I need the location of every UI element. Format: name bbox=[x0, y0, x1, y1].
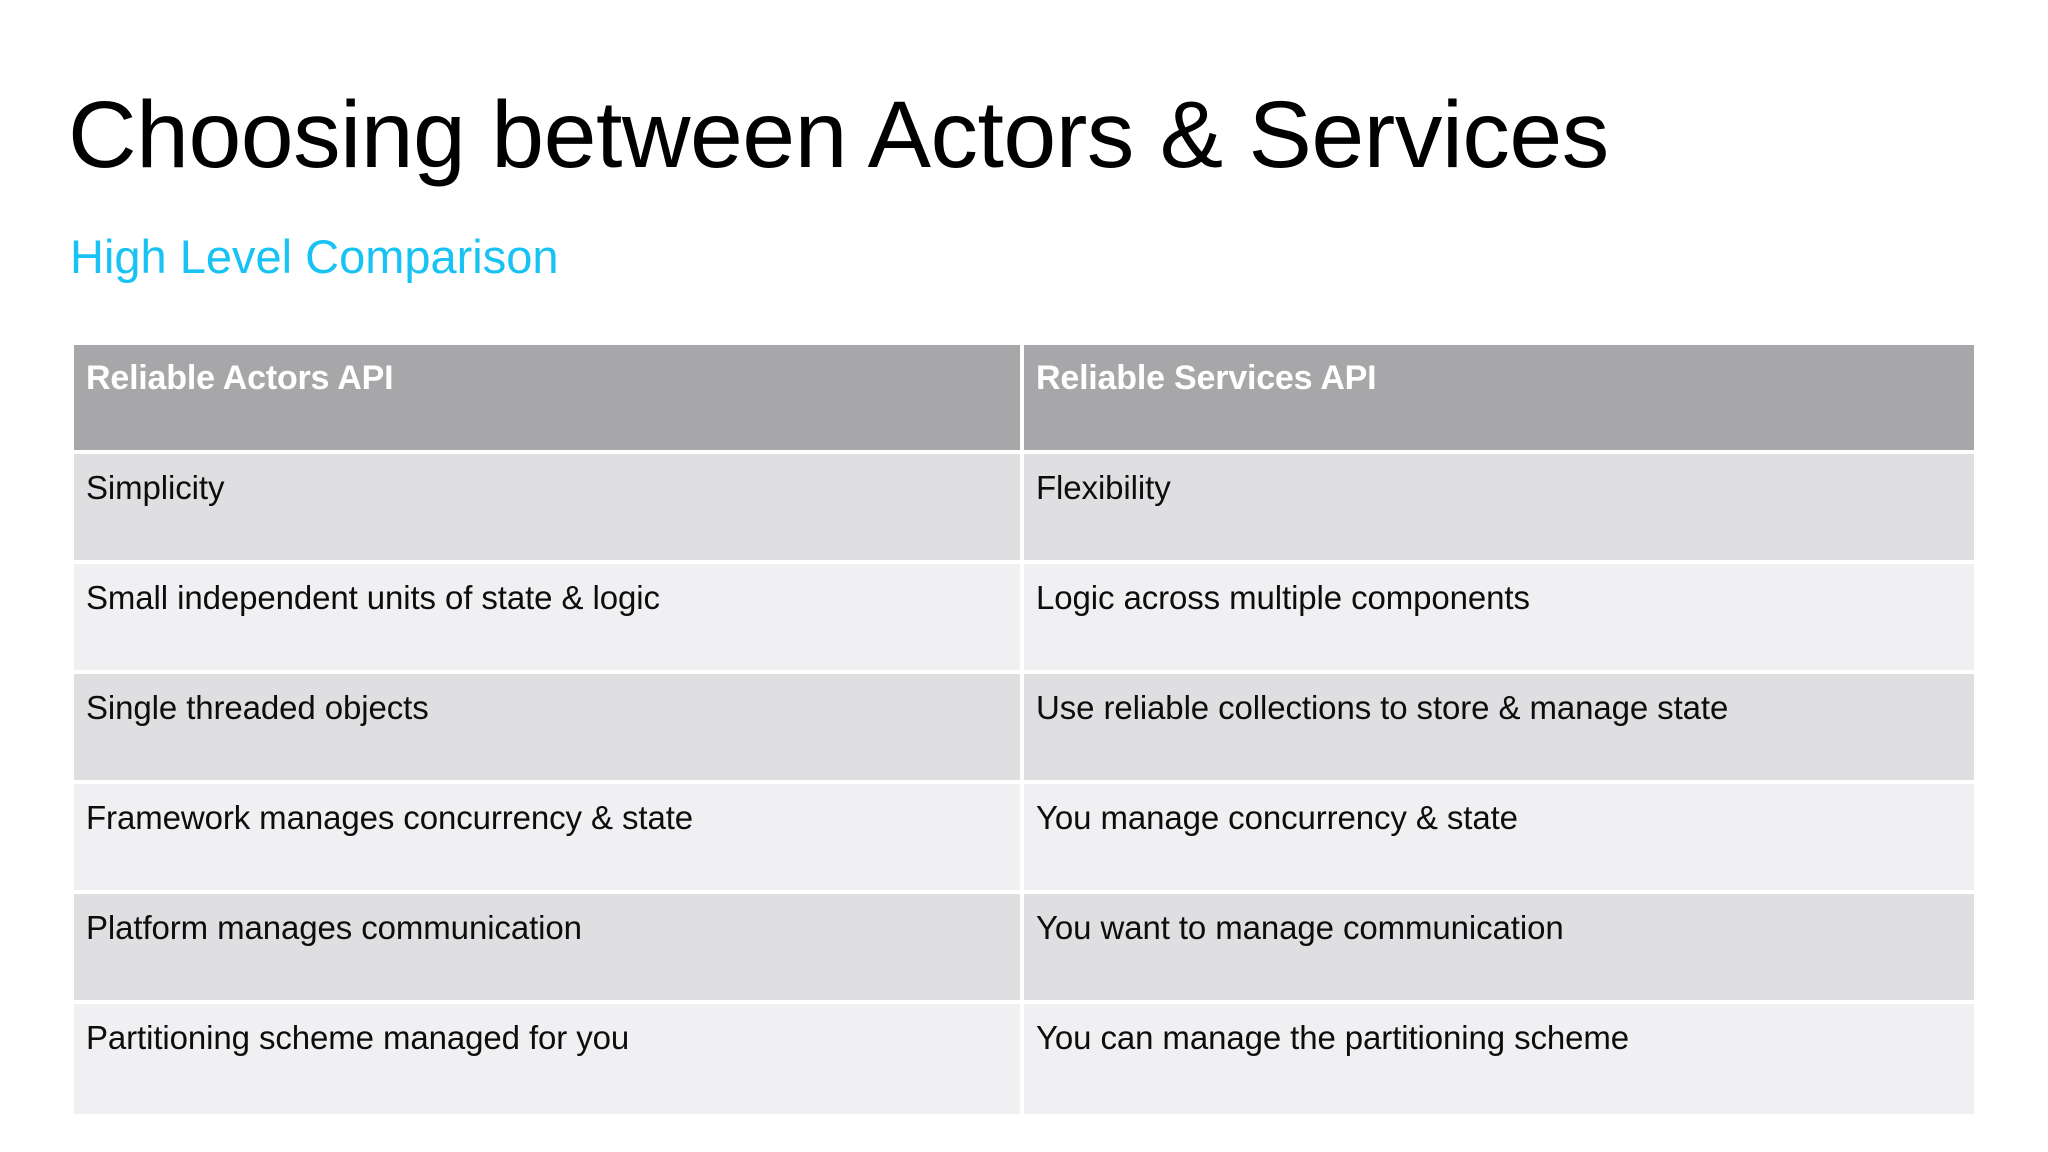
table-row: Platform manages communication You want … bbox=[74, 894, 1974, 1004]
cell-services: You manage concurrency & state bbox=[1024, 784, 1974, 894]
cell-services: Logic across multiple components bbox=[1024, 564, 1974, 674]
cell-actors: Single threaded objects bbox=[74, 674, 1024, 784]
column-header-actors: Reliable Actors API bbox=[74, 345, 1024, 454]
cell-services: Flexibility bbox=[1024, 454, 1974, 564]
table-row: Single threaded objects Use reliable col… bbox=[74, 674, 1974, 784]
table-row: Partitioning scheme managed for you You … bbox=[74, 1004, 1974, 1114]
cell-actors: Simplicity bbox=[74, 454, 1024, 564]
comparison-table: Reliable Actors API Reliable Services AP… bbox=[74, 345, 1974, 1114]
cell-services: Use reliable collections to store & mana… bbox=[1024, 674, 1974, 784]
cell-actors: Partitioning scheme managed for you bbox=[74, 1004, 1024, 1114]
table-row: Small independent units of state & logic… bbox=[74, 564, 1974, 674]
table-body: Simplicity Flexibility Small independent… bbox=[74, 454, 1974, 1114]
table-row: Framework manages concurrency & state Yo… bbox=[74, 784, 1974, 894]
cell-actors: Small independent units of state & logic bbox=[74, 564, 1024, 674]
cell-actors: Framework manages concurrency & state bbox=[74, 784, 1024, 894]
table-header-row: Reliable Actors API Reliable Services AP… bbox=[74, 345, 1974, 454]
table-header: Reliable Actors API Reliable Services AP… bbox=[74, 345, 1974, 454]
column-header-services: Reliable Services API bbox=[1024, 345, 1974, 454]
page-title: Choosing between Actors & Services bbox=[68, 81, 1609, 188]
page-subtitle: High Level Comparison bbox=[70, 230, 559, 283]
cell-actors: Platform manages communication bbox=[74, 894, 1024, 1004]
cell-services: You can manage the partitioning scheme bbox=[1024, 1004, 1974, 1114]
cell-services: You want to manage communication bbox=[1024, 894, 1974, 1004]
table-row: Simplicity Flexibility bbox=[74, 454, 1974, 564]
